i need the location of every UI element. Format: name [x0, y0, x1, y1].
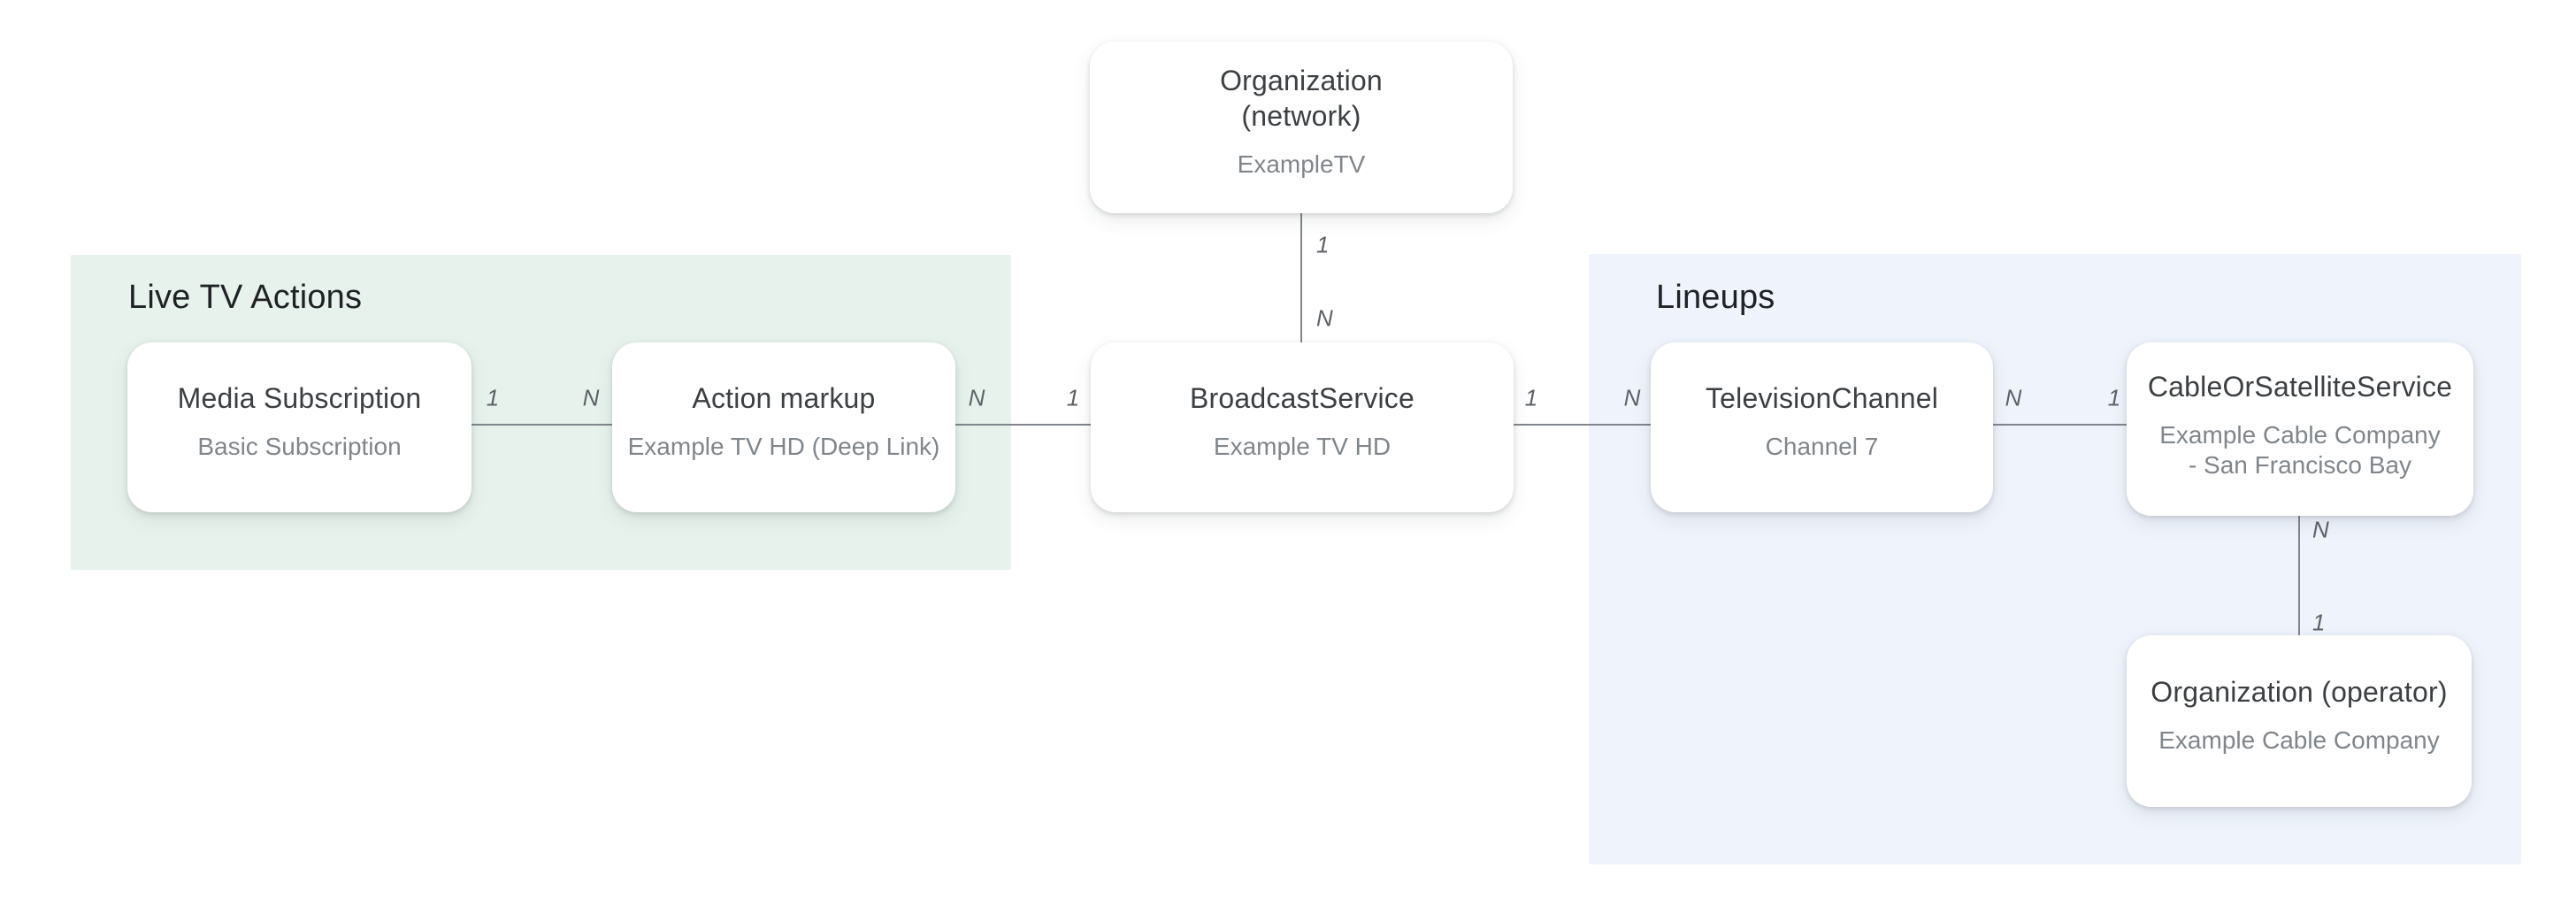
node-organization-network: Organization (network) ExampleTV: [1090, 42, 1513, 213]
node-organization-network-subtitle: ExampleTV: [1237, 150, 1366, 178]
node-broadcast-service-subtitle: Example TV HD: [1213, 433, 1392, 460]
cardinality-network-to-broadcast-bottom: N: [1316, 304, 1333, 332]
cardinality-action-to-broadcast-right: 1: [1066, 384, 1080, 411]
edge-media-to-action: [472, 424, 612, 426]
node-television-channel-title: TelevisionChannel: [1705, 382, 1939, 414]
lineups-title: Lineups: [1656, 279, 1775, 316]
node-media-subscription-subtitle: Basic Subscription: [197, 433, 402, 460]
node-action-markup: Action markup Example TV HD (Deep Link): [612, 342, 955, 512]
cardinality-cable-to-operator-top: N: [2312, 516, 2329, 543]
node-organization-network-title: Organization (network): [1220, 65, 1383, 132]
node-action-markup-title: Action markup: [692, 382, 876, 414]
node-broadcast-service-title: BroadcastService: [1190, 382, 1414, 414]
edge-broadcast-to-channel: [1514, 424, 1651, 426]
node-cable-or-satellite-service: CableOrSatelliteService Example Cable Co…: [2127, 342, 2473, 516]
node-television-channel-subtitle: Channel 7: [1765, 433, 1879, 460]
edge-channel-to-cable: [1993, 424, 2127, 426]
cardinality-media-to-action-left: 1: [486, 384, 500, 411]
node-broadcast-service: BroadcastService Example TV HD: [1091, 342, 1514, 512]
node-media-subscription: Media Subscription Basic Subscription: [127, 342, 472, 512]
node-organization-operator: Organization (operator) Example Cable Co…: [2127, 635, 2472, 807]
cardinality-broadcast-to-channel-left: 1: [1524, 384, 1538, 411]
cardinality-broadcast-to-channel-right: N: [1623, 384, 1641, 411]
node-cable-or-satellite-service-title: CableOrSatelliteService: [2147, 371, 2453, 403]
edge-network-to-broadcast: [1300, 213, 1302, 342]
cardinality-media-to-action-right: N: [582, 384, 600, 411]
node-organization-operator-subtitle: Example Cable Company: [2158, 726, 2440, 754]
cardinality-network-to-broadcast-top: 1: [1316, 231, 1330, 258]
node-action-markup-subtitle: Example TV HD (Deep Link): [627, 433, 940, 460]
node-television-channel: TelevisionChannel Channel 7: [1651, 342, 1993, 512]
cardinality-cable-to-operator-bottom: 1: [2312, 609, 2326, 636]
cardinality-channel-to-cable-right: 1: [2107, 384, 2121, 411]
node-cable-or-satellite-service-subtitle: Example Cable Company - San Francisco Ba…: [2159, 421, 2441, 479]
live-tv-actions-title: Live TV Actions: [128, 279, 363, 316]
cardinality-action-to-broadcast-left: N: [968, 384, 985, 411]
cardinality-channel-to-cable-left: N: [2005, 384, 2022, 411]
node-organization-operator-title: Organization (operator): [2150, 676, 2448, 708]
edge-cable-to-operator: [2298, 516, 2300, 635]
node-media-subscription-title: Media Subscription: [177, 382, 422, 414]
edge-action-to-broadcast: [955, 424, 1091, 426]
